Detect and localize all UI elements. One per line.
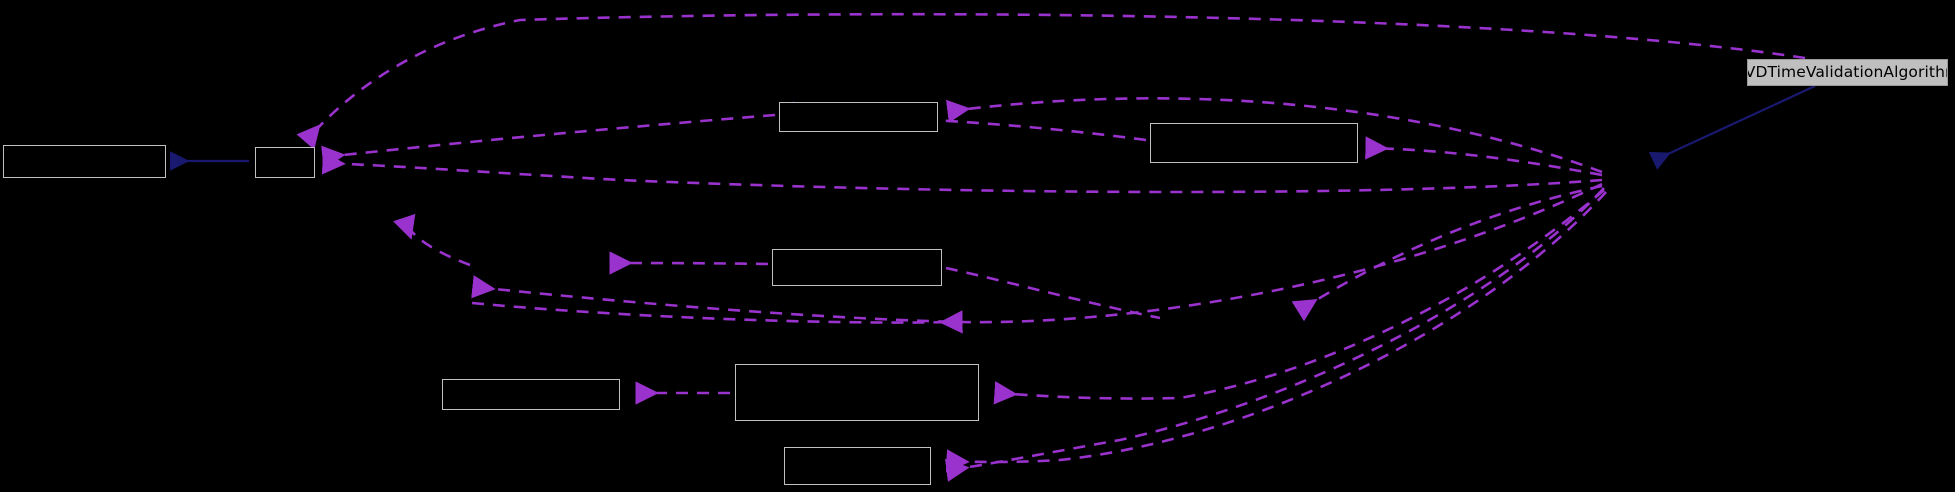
edge-use-hub-n7 xyxy=(945,191,1607,473)
edge-use-hub-midarrow xyxy=(1291,184,1603,322)
graph-node-7[interactable] xyxy=(784,447,931,485)
edge-use-n4-leftstub xyxy=(609,251,769,275)
graph-node-1[interactable] xyxy=(255,147,315,178)
edge-use-hub-n6 xyxy=(993,189,1605,405)
edge-use-hub-n4-lower xyxy=(471,182,1603,324)
graph-node-4[interactable] xyxy=(772,249,942,286)
edge-use-n2-n1 xyxy=(321,113,776,169)
inheritance-edges xyxy=(169,85,1816,171)
edge-use-n3-n1 xyxy=(791,101,1147,142)
edge-use-hub-n2 xyxy=(945,97,1603,174)
edge-use-n4-right xyxy=(945,266,1161,320)
edge-use-mid-branch xyxy=(471,301,963,334)
graph-node-3[interactable] xyxy=(1150,123,1358,163)
edge-use-curve-upper-left xyxy=(393,213,471,267)
graph-node-svdtimevalidationalgorithm-label: SVDTimeValidationAlgorithm xyxy=(1747,62,1947,81)
edge-use-hub-n3 xyxy=(1365,136,1603,177)
graph-node-5[interactable] xyxy=(442,379,620,410)
edge-use-top-outer xyxy=(296,12,1806,150)
edge-use-hub-n7b xyxy=(944,187,1605,482)
graph-node-svdtimevalidationalgorithm[interactable]: SVDTimeValidationAlgorithm xyxy=(1747,59,1948,86)
graph-node-0[interactable] xyxy=(3,145,166,178)
graph-node-6[interactable] xyxy=(735,364,979,421)
usage-edges xyxy=(296,12,1806,482)
edge-inherit-hub-n8 xyxy=(1648,85,1816,170)
graph-node-2[interactable] xyxy=(779,102,938,132)
edge-use-long-mid xyxy=(321,151,1603,194)
